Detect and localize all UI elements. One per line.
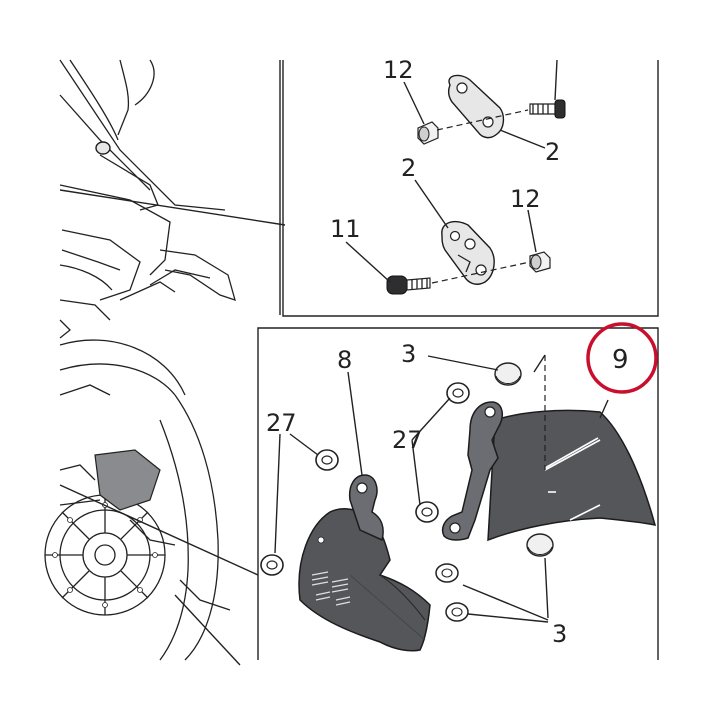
- label-left-guard-8: 8: [337, 346, 352, 374]
- label-nut-12-top: 12: [383, 56, 414, 84]
- label-mudguard-9: 9: [612, 345, 629, 375]
- screw-11: [386, 275, 431, 295]
- bushing-3-bottom-b: [445, 602, 469, 622]
- bushing-3-bottom-a: [435, 563, 459, 583]
- label-grommet-27-left: 27: [266, 409, 297, 437]
- nut-12-mid: [529, 251, 551, 273]
- grommet-27-mid-lower: [415, 501, 439, 523]
- label-nut-12-mid: 12: [510, 185, 541, 213]
- upper-bracket: [447, 74, 505, 139]
- highlight-ring: [586, 322, 658, 394]
- label-bushing-3-top: 3: [401, 340, 416, 368]
- nut-12-top: [417, 121, 439, 145]
- top-inset-frame: [282, 60, 659, 317]
- label-bushing-3-bottom: 3: [552, 620, 567, 648]
- label-bracket-2-right: 2: [545, 138, 560, 166]
- grommet-27-left-upper: [315, 449, 339, 471]
- top-detail-inset: 12 2 2 11 12: [282, 56, 659, 317]
- grommet-27-left-lower: [260, 554, 284, 576]
- mudguard-part-9: [441, 401, 657, 542]
- grommet-27-mid-upper: [446, 382, 470, 404]
- bushing-3-top: [494, 362, 522, 386]
- highlight-callout-9[interactable]: 9: [586, 322, 658, 394]
- motorcycle-illustration: [44, 59, 286, 666]
- bottom-inset-frame: [257, 327, 659, 660]
- lower-bracket: [441, 220, 495, 285]
- bushing-3-right: [526, 533, 554, 557]
- label-grommet-27-mid: 27: [392, 426, 423, 454]
- bottom-detail-inset: 3 8 27 27 3 9: [257, 322, 659, 660]
- screw-top-right: [529, 99, 566, 119]
- left-guard-part-8: [298, 474, 431, 652]
- label-screw-11: 11: [330, 215, 361, 243]
- label-bracket-2-lower: 2: [401, 154, 416, 182]
